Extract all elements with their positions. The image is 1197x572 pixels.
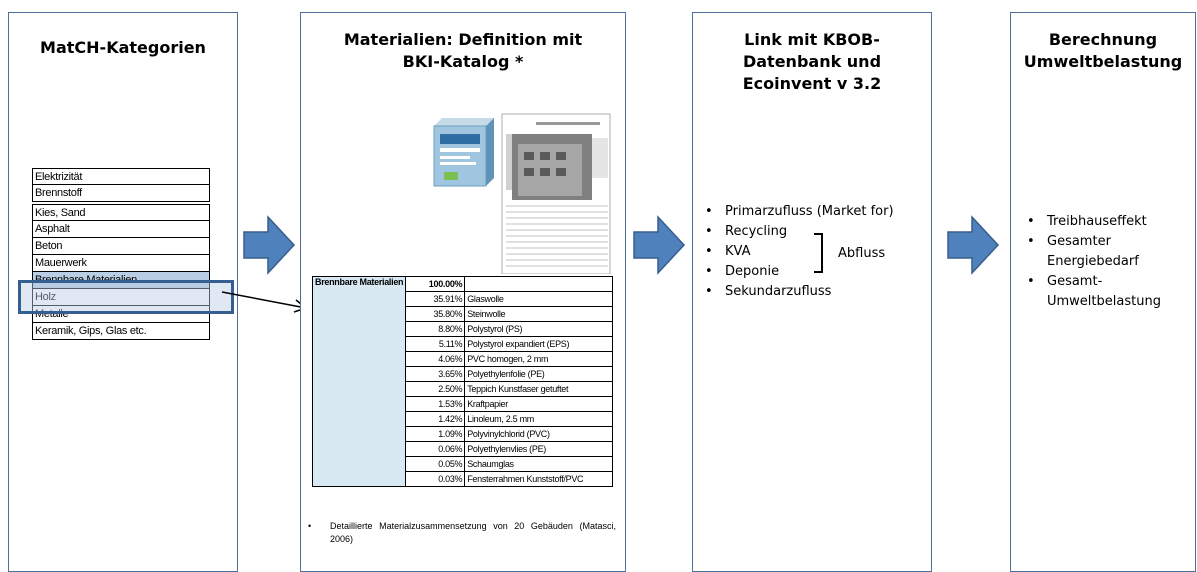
- flow-arrow-icon: [243, 215, 296, 275]
- list-item[interactable]: Kies, Sand: [32, 204, 210, 221]
- database-list: Primarzufluss (Market for) Recycling KVA…: [705, 202, 894, 302]
- table-cell-name: Schaumglas: [464, 456, 613, 472]
- table-cell-pct: 0.03%: [405, 471, 466, 487]
- table-cell-pct: 1.53%: [405, 396, 466, 412]
- table-cell-name: Steinwolle: [464, 306, 613, 322]
- table-row: 0.03%Fensterrahmen Kunststoff/PVC: [313, 471, 613, 487]
- table-row: 1.09%Polyvinylchlorid (PVC): [313, 426, 613, 442]
- list-item[interactable]: Mauerwerk: [32, 255, 210, 272]
- table-row: 1.42%Linoleum, 2.5 mm: [313, 411, 613, 427]
- table-cell-name: PVC homogen, 2 mm: [464, 351, 613, 367]
- table-row: 2.50%Teppich Kunstfaser getuftet: [313, 381, 613, 397]
- panel-title-line3: Ecoinvent v 3.2: [742, 74, 882, 93]
- table-cell-name: Teppich Kunstfaser getuftet: [464, 381, 613, 397]
- table-cell-pct: 0.05%: [405, 456, 466, 472]
- list-item: KVA: [705, 242, 894, 262]
- panel-title-line1: Berechnung: [1048, 30, 1158, 49]
- bracket-icon: [814, 233, 823, 273]
- abfluss-label: Abfluss: [838, 246, 886, 261]
- table-cell-pct: 35.91%: [405, 291, 466, 307]
- table-cell-pct: 4.06%: [405, 351, 466, 367]
- list-item: Sekundarzufluss: [705, 282, 894, 302]
- panel-match-categories: MatCH-Kategorien: [8, 12, 238, 572]
- impact-list: Treibhauseffekt Gesamter Energiebedarf G…: [1027, 212, 1167, 312]
- table-cell-name: Fensterrahmen Kunststoff/PVC: [464, 471, 613, 487]
- table-cell-name: Polyethylenvlies (PE): [464, 441, 613, 457]
- table-cell-pct: 3.65%: [405, 366, 466, 382]
- list-item[interactable]: Keramik, Gips, Glas etc.: [32, 323, 210, 340]
- panel-title: MatCH-Kategorien: [40, 38, 206, 57]
- table-cell-pct: 5.11%: [405, 336, 466, 352]
- table-cell-pct: 0.06%: [405, 441, 466, 457]
- table-cell-pct: 8.80%: [405, 321, 466, 337]
- table-cell-name: Polystyrol expandiert (EPS): [464, 336, 613, 352]
- list-item: Deponie: [705, 262, 894, 282]
- panel-title-line1: Link mit KBOB-: [744, 30, 880, 49]
- list-item[interactable]: Asphalt: [32, 221, 210, 238]
- list-item: Primarzufluss (Market for): [705, 202, 894, 222]
- footnote-text: Detaillierte Materialzusammensetzung von…: [330, 521, 616, 544]
- panel-title-line1: Materialien: Definition mit: [343, 30, 583, 49]
- bullet-icon: •: [308, 521, 312, 531]
- list-item[interactable]: Holz: [32, 289, 210, 306]
- list-item: Recycling: [705, 222, 894, 242]
- flow-arrow-icon: [633, 215, 686, 275]
- catalog-footnote: • Detaillierte Materialzusammensetzung v…: [304, 520, 616, 546]
- list-item[interactable]: Brennstoff: [32, 185, 210, 202]
- list-item[interactable]: Elektrizität: [32, 168, 210, 185]
- panel-title-line2: Datenbank und: [742, 52, 882, 71]
- selection-highlight: [18, 280, 234, 314]
- table-cell-pct: 1.42%: [405, 411, 466, 427]
- table-cell-name: Linoleum, 2.5 mm: [464, 411, 613, 427]
- table-cell-name: Kraftpapier: [464, 396, 613, 412]
- flow-arrow-icon: [947, 215, 1000, 275]
- table-cell-pct: 2.50%: [405, 381, 466, 397]
- table-row: 35.80%Steinwolle: [313, 306, 613, 322]
- materials-table-label: Brennbare Materialien: [311, 276, 407, 487]
- table-row: 5.11%Polystyrol expandiert (EPS): [313, 336, 613, 352]
- materials-table: Brennbare Materialien 100.00% 35.91%Glas…: [311, 276, 613, 487]
- bki-catalog-image: [433, 113, 611, 274]
- list-item[interactable]: Beton: [32, 238, 210, 255]
- table-cell-pct: 35.80%: [405, 306, 466, 322]
- list-item: Gesamt-Umweltbelastung: [1027, 272, 1167, 312]
- table-cell-name: Polyethylenfolie (PE): [464, 366, 613, 382]
- table-cell-name: Polystyrol (PS): [464, 321, 613, 337]
- table-cell: [464, 276, 613, 292]
- table-cell-pct: 1.09%: [405, 426, 466, 442]
- list-item: Treibhauseffekt: [1027, 212, 1167, 232]
- table-cell-name: Glaswolle: [464, 291, 613, 307]
- panel-title-line2: Umweltbelastung: [1023, 52, 1183, 71]
- category-list: Elektrizität Brennstoff Kies, Sand Aspha…: [32, 168, 210, 340]
- materials-table-total: 100.00%: [405, 276, 466, 292]
- table-cell-name: Polyvinylchlorid (PVC): [464, 426, 613, 442]
- panel-title-line2: BKI-Katalog *: [402, 52, 524, 71]
- table-row: 8.80%Polystyrol (PS): [313, 321, 613, 337]
- list-item: Gesamter Energiebedarf: [1027, 232, 1167, 272]
